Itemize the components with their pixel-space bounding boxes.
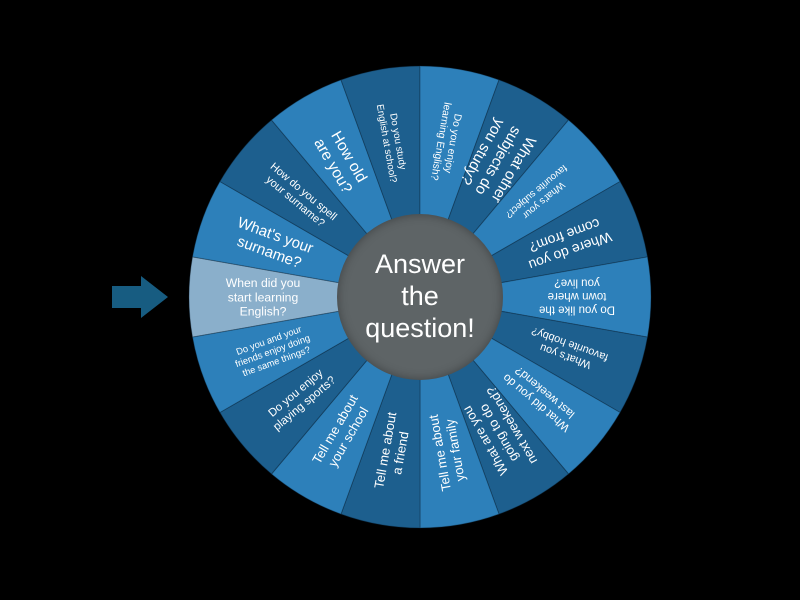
- wheel-segment-label: Do you like thetown whereyou live?: [539, 276, 615, 315]
- wheel-segment[interactable]: [188, 256, 421, 338]
- wheel-pointer-icon: [112, 276, 168, 318]
- wheel-segment[interactable]: [419, 256, 652, 338]
- wheel-center-label: Answer the question!: [337, 214, 503, 380]
